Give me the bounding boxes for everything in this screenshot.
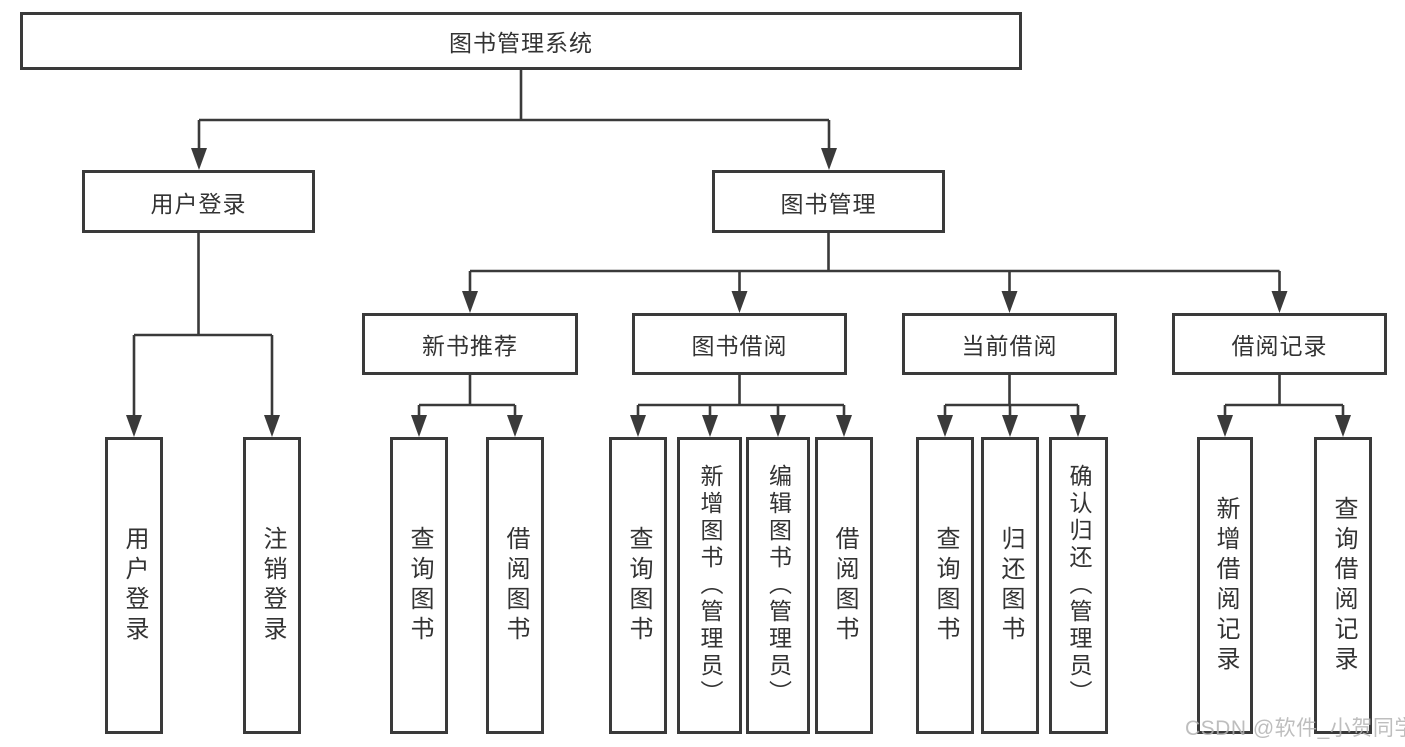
node-borrow-records-label: 借阅记录 [1231,333,1328,359]
leaf-current-return-label: 归还图书 [997,525,1024,646]
leaf-current-confirm-return: 确认归还（管理员） [1049,437,1108,734]
leaf-borrow-query-label: 查询图书 [625,525,652,646]
node-new-book-recommend-label: 新书推荐 [422,333,518,359]
node-new-book-recommend: 新书推荐 [362,313,578,375]
node-current-borrow-label: 当前借阅 [961,333,1058,359]
node-borrow-records: 借阅记录 [1172,313,1387,375]
leaf-borrow-book: 借阅图书 [815,437,873,734]
leaf-borrow-book-label: 借阅图书 [831,525,858,646]
leaf-current-query: 查询图书 [916,437,974,734]
leaf-user-login: 用户登录 [105,437,163,734]
node-user-login-label: 用户登录 [150,190,247,217]
leaf-borrow-edit-book: 编辑图书（管理员） [746,437,810,734]
node-book-borrow-label: 图书借阅 [691,333,788,359]
leaf-records-query-label: 查询借阅记录 [1330,495,1357,676]
leaf-user-login-label: 用户登录 [121,525,148,646]
leaf-newbooks-query-label: 查询图书 [406,525,433,646]
leaf-records-add: 新增借阅记录 [1197,437,1253,734]
node-current-borrow: 当前借阅 [902,313,1117,375]
leaf-newbooks-borrow: 借阅图书 [486,437,544,734]
leaf-current-return: 归还图书 [981,437,1039,734]
leaf-borrow-edit-book-label: 编辑图书（管理员） [765,464,792,707]
leaf-newbooks-borrow-label: 借阅图书 [502,525,529,646]
leaf-logout: 注销登录 [243,437,301,734]
leaf-records-add-label: 新增借阅记录 [1212,495,1239,676]
csdn-watermark: CSDN @软件_小贺同学 [1185,717,1405,740]
node-root: 图书管理系统 [20,12,1022,70]
node-book-management: 图书管理 [712,170,945,233]
leaf-borrow-add-book-label: 新增图书（管理员） [697,464,723,707]
node-book-management-label: 图书管理 [780,190,877,217]
leaf-records-query: 查询借阅记录 [1314,437,1372,734]
leaf-newbooks-query: 查询图书 [390,437,448,734]
node-book-borrow: 图书借阅 [632,313,847,375]
leaf-current-query-label: 查询图书 [932,525,959,646]
node-root-label: 图书管理系统 [449,30,593,56]
leaf-borrow-add-book: 新增图书（管理员） [677,437,742,734]
leaf-logout-label: 注销登录 [259,525,286,646]
node-user-login: 用户登录 [82,170,315,233]
leaf-borrow-query: 查询图书 [609,437,667,734]
leaf-current-confirm-return-label: 确认归还（管理员） [1066,464,1092,707]
